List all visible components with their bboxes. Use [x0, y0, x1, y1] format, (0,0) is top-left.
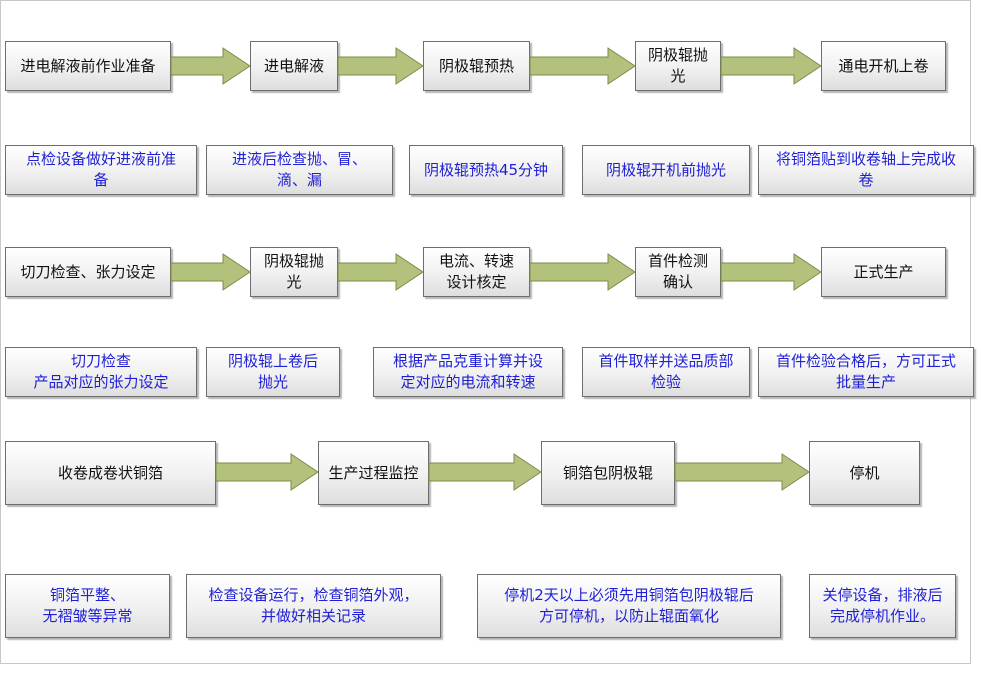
step-current-speed-setting: 电流、转速 设计核定	[423, 247, 530, 297]
note-formal-production: 首件检验合格后，方可正式 批量生产	[758, 347, 974, 397]
note-text: 根据产品克重计算并设 定对应的电流和转速	[392, 352, 543, 391]
note-text: 铜箔平整、 无褶皱等异常	[42, 586, 133, 625]
flow-arrow	[529, 253, 636, 291]
note-text: 进液后检查抛、冒、 滴、漏	[231, 150, 367, 189]
step-label: 生产过程监控	[328, 463, 419, 482]
step-label: 首件检测 确认	[647, 252, 708, 291]
note-text: 阴极辊上卷后 抛光	[227, 352, 318, 391]
flow-arrow	[720, 47, 822, 85]
note-cathode-roll-polish-2: 阴极辊上卷后 抛光	[206, 347, 340, 397]
step-wind-copper-foil-roll: 收卷成卷状铜箔	[5, 441, 216, 505]
note-shutdown: 关停设备，排液后 完成停机作业。	[809, 574, 956, 638]
step-process-monitoring: 生产过程监控	[318, 441, 429, 505]
note-text: 检查设备运行，检查铜箔外观， 并做好相关记录	[208, 586, 419, 625]
note-text: 阴极辊预热45分钟	[423, 160, 549, 179]
step-wrap-cathode-roll: 铜箔包阴极辊	[541, 441, 675, 505]
note-text: 关停设备，排液后 完成停机作业。	[822, 586, 943, 625]
note-cathode-roll-preheat: 阴极辊预热45分钟	[409, 145, 563, 195]
step-label: 切刀检查、张力设定	[20, 262, 156, 281]
note-pre-electrolyte-prep: 点检设备做好进液前准 备	[5, 145, 197, 195]
flow-arrow	[674, 453, 810, 491]
step-label: 停机	[849, 463, 880, 482]
flow-arrow	[720, 253, 822, 291]
step-label: 铜箔包阴极辊	[562, 463, 653, 482]
note-text: 停机2天以上必须先用铜箔包阴极辊后 方可停机，以防止辊面氧化	[504, 586, 754, 625]
flow-arrow	[170, 47, 251, 85]
note-text: 首件检验合格后，方可正式 批量生产	[775, 352, 956, 391]
step-power-on-winding: 通电开机上卷	[821, 41, 946, 91]
note-wind-copper-foil-roll: 铜箔平整、 无褶皱等异常	[5, 574, 170, 638]
note-feed-electrolyte: 进液后检查抛、冒、 滴、漏	[206, 145, 393, 195]
note-process-monitoring: 检查设备运行，检查铜箔外观， 并做好相关记录	[186, 574, 441, 638]
diagram-frame: 进电解液前作业准备 进电解液 阴极辊预热 阴极辊抛 光 通电开机上卷 点检设备做…	[0, 0, 974, 664]
step-label: 电流、转速 设计核定	[438, 252, 514, 291]
note-cutter-check-tension: 切刀检查 产品对应的张力设定	[5, 347, 197, 397]
flow-arrow	[170, 253, 251, 291]
step-label: 通电开机上卷	[838, 56, 929, 75]
note-text: 将铜箔贴到收卷轴上完成收 卷	[775, 150, 956, 189]
step-label: 收卷成卷状铜箔	[57, 463, 163, 482]
note-text: 阴极辊开机前抛光	[605, 160, 726, 179]
step-cutter-check-tension: 切刀检查、张力设定	[5, 247, 171, 297]
step-cathode-roll-preheat: 阴极辊预热	[423, 41, 530, 91]
flow-arrow	[337, 253, 424, 291]
note-text: 点检设备做好进液前准 备	[25, 150, 176, 189]
step-label: 阴极辊抛 光	[647, 46, 708, 85]
step-formal-production: 正式生产	[821, 247, 946, 297]
step-label: 阴极辊抛 光	[263, 252, 324, 291]
step-shutdown: 停机	[809, 441, 920, 505]
step-feed-electrolyte: 进电解液	[250, 41, 338, 91]
step-label: 阴极辊预热	[438, 56, 514, 75]
flow-arrow	[428, 453, 542, 491]
step-first-piece-check: 首件检测 确认	[635, 247, 721, 297]
note-first-piece-check: 首件取样并送品质部 检验	[582, 347, 750, 397]
note-current-speed-setting: 根据产品克重计算并设 定对应的电流和转速	[373, 347, 563, 397]
note-text: 首件取样并送品质部 检验	[598, 352, 734, 391]
flow-arrow	[337, 47, 424, 85]
note-text: 切刀检查 产品对应的张力设定	[33, 352, 169, 391]
step-pre-electrolyte-prep: 进电解液前作业准备	[5, 41, 171, 91]
note-power-on-winding: 将铜箔贴到收卷轴上完成收 卷	[758, 145, 974, 195]
note-cathode-roll-polish: 阴极辊开机前抛光	[582, 145, 750, 195]
step-cathode-roll-polish: 阴极辊抛 光	[635, 41, 721, 91]
note-wrap-cathode-roll: 停机2天以上必须先用铜箔包阴极辊后 方可停机，以防止辊面氧化	[477, 574, 781, 638]
step-label: 正式生产	[853, 262, 914, 281]
step-cathode-roll-polish-2: 阴极辊抛 光	[250, 247, 338, 297]
step-label: 进电解液前作业准备	[20, 56, 156, 75]
flow-arrow	[215, 453, 319, 491]
flow-arrow	[529, 47, 636, 85]
step-label: 进电解液	[263, 56, 324, 75]
